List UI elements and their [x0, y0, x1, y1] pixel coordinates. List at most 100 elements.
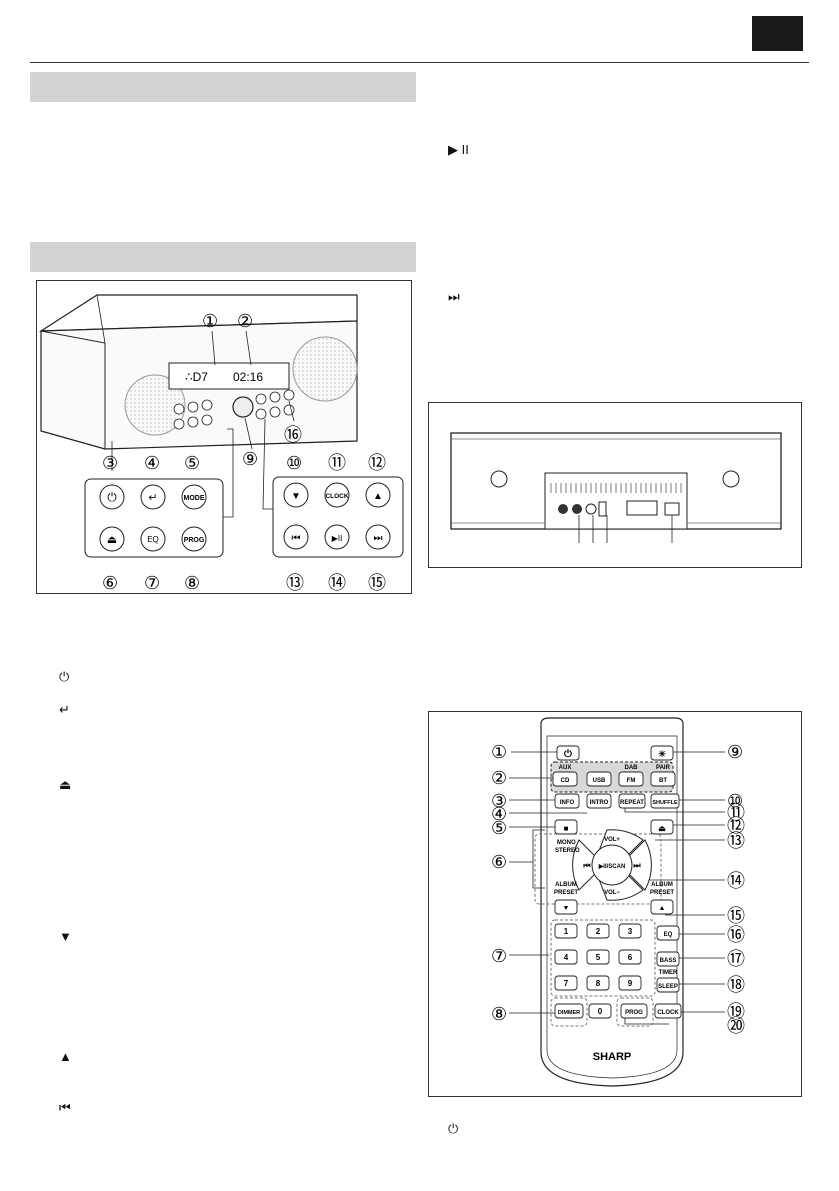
remote-callout-20: ⑳ [727, 1016, 745, 1036]
bass-button [656, 951, 680, 967]
play-pause-icon: ▶ II [448, 142, 469, 157]
vol-down-label: VOL− [604, 890, 620, 896]
preset-label-right: PRESET [650, 890, 674, 896]
dab-label: DAB [625, 765, 639, 771]
remote-dimmer-icon-button [650, 745, 674, 761]
vent-slots [550, 483, 682, 493]
digit-3: 3 [628, 927, 633, 936]
remote-prog-button [620, 1003, 648, 1019]
language-tab [752, 16, 803, 51]
mode-button [181, 484, 207, 510]
rear-panel-figure [428, 402, 802, 568]
bt-button [650, 771, 676, 787]
remote-clock-label: CLOCK [657, 1010, 679, 1016]
remote-eject-icon: ⏏ [658, 824, 666, 833]
remote-callout-18: ⑱ [727, 975, 745, 995]
remote-callout-17: ⑰ [727, 949, 745, 969]
up-button [365, 482, 391, 508]
header-rule [30, 62, 809, 63]
remote-clock-button [654, 1003, 682, 1019]
preset-down-icon: ▼ [563, 905, 570, 912]
ac-inlet [664, 502, 680, 516]
shuffle-label: SHUFFLE [652, 800, 678, 806]
digit-1: 1 [564, 927, 569, 936]
down-arrow-icon: ▼ [59, 929, 72, 944]
remote-callout-15: ⑮ [727, 906, 745, 926]
info-label: INFO [560, 800, 575, 806]
digit-7: 7 [564, 979, 569, 988]
next-icon: ⏭ [448, 289, 460, 304]
callout-1: ① [202, 311, 218, 331]
clock-label: CLOCK [325, 493, 348, 500]
power-icon: ⏻ [107, 490, 117, 504]
callout-3: ③ [102, 453, 118, 473]
timer-label: TIMER [659, 970, 678, 976]
remote-power-icon: ⏻ [564, 748, 572, 760]
callout-12: ⑫ [368, 453, 386, 473]
preset-up-icon: ▲ [659, 905, 666, 912]
rating-label [626, 500, 658, 516]
antenna-jack [585, 503, 597, 515]
album-label-left: ALBUM [555, 882, 577, 888]
play-pause-button [324, 524, 350, 550]
section-bar-2 [30, 242, 416, 272]
power-icon: ⏻ [59, 669, 70, 684]
album-label-right: ALBUM [651, 882, 673, 888]
sleep-button [656, 977, 680, 993]
remote-callout-11: ⑪ [727, 803, 745, 823]
input-button [140, 484, 166, 510]
remote-callout-8: ⑧ [491, 1004, 507, 1024]
callout-14: ⑭ [328, 573, 346, 593]
display-right-text: 02:16 [233, 370, 263, 384]
callout-5: ⑤ [184, 453, 200, 473]
down-icon: ▼ [291, 491, 301, 502]
callout-10: ⑩ [286, 453, 302, 473]
remote-callout-19: ⑲ [727, 1002, 745, 1022]
left-foot [490, 470, 508, 488]
eject-icon: ⏏ [107, 534, 117, 546]
dimmer-label: DIMMER [558, 1010, 580, 1016]
callout-13: ⑬ [286, 573, 304, 593]
dimmer-icon: ☀ [658, 749, 666, 759]
front-button-cluster [173, 389, 295, 430]
previous-icon: ⏮ [59, 1100, 71, 1115]
leader-lines [111, 330, 295, 518]
remote-eject-button [650, 819, 674, 835]
digit-8: 8 [596, 979, 601, 988]
remote-illustration: ⏻ ☀ AUX DAB PAIR CD USB FM BT INFO INTRO… [491, 717, 745, 1087]
callout-2: ② [237, 311, 253, 331]
callout-4: ④ [144, 453, 160, 473]
next-icon: ⏭ [374, 533, 383, 544]
remote-prev-icon: ⏮ [583, 861, 590, 870]
remote-next-icon: ⏭ [633, 861, 641, 870]
eq-button [140, 526, 166, 552]
eject-icon: ⏏ [59, 777, 72, 792]
callout-9: ⑨ [242, 449, 258, 469]
shuffle-button [650, 793, 680, 809]
remote-callout-1: ① [491, 742, 507, 762]
clock-button [324, 482, 350, 508]
preset-down-button [554, 899, 578, 915]
remote-prog-label: PROG [625, 1010, 643, 1016]
front-panel-illustration: ∴D7 02:16 ① ② ③ ④ ⑤ ⑥ ⑦ ⑧ ⑨ ⑩ ⑪ ⑫ ⑬ ⑭ ⑮ … [38, 294, 404, 593]
remote-callout-group: ① ② ③ ④ ⑤ ⑥ ⑦ ⑧ ⑨ ⑩ ⑪ ⑫ ⑬ ⑭ ⑮ ⑯ ⑰ ⑱ ⑲ ⑳ [491, 742, 745, 1036]
cd-button [552, 771, 578, 787]
callout-15: ⑮ [368, 573, 386, 593]
digit-6: 6 [628, 953, 633, 962]
usb-port [598, 501, 607, 517]
digit-0: 0 [598, 1007, 603, 1016]
digit-9: 9 [628, 979, 633, 988]
remote-callout-2: ② [491, 768, 507, 788]
cd-label: CD [561, 778, 570, 784]
usb-button [586, 771, 612, 787]
vol-up-label: VOL+ [604, 837, 620, 843]
prog-button [181, 526, 207, 552]
rca-jack-left [558, 504, 568, 514]
stop-icon: ■ [564, 824, 569, 833]
up-arrow-icon: ▲ [59, 1049, 72, 1064]
preset-label-left: PRESET [554, 890, 578, 896]
right-speaker-grille [292, 336, 358, 402]
eject-button [99, 526, 125, 552]
callout-16: ⑯ [284, 425, 302, 445]
callout-8: ⑧ [184, 573, 200, 593]
